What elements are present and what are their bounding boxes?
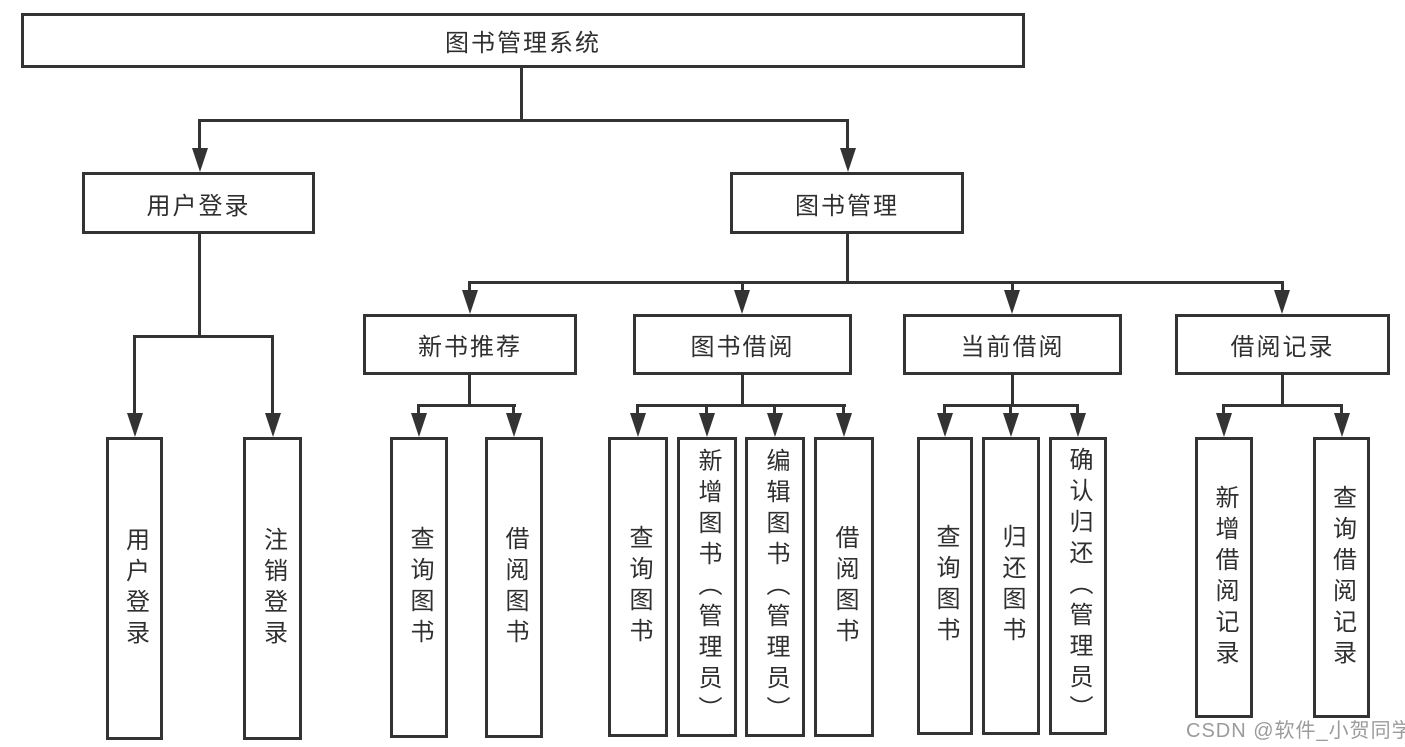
arrow-down <box>937 413 953 437</box>
arrow-down <box>767 413 783 437</box>
node-return-book: 归还图书 <box>982 437 1040 735</box>
arrow-down <box>192 148 208 172</box>
connector-line <box>943 407 946 415</box>
connector-line <box>1281 284 1284 292</box>
arrow-down <box>462 290 478 314</box>
connector-line <box>133 335 274 338</box>
connector-line <box>417 404 516 407</box>
node-new-book-recommend: 新书推荐 <box>363 314 577 375</box>
connector-line <box>417 407 420 415</box>
connector-line <box>198 121 201 150</box>
node-book-management: 图书管理 <box>730 172 964 234</box>
connector-line <box>636 407 639 415</box>
connector-line <box>636 404 846 407</box>
connector-line <box>846 121 849 150</box>
connector-line <box>1009 407 1012 415</box>
connector-line <box>943 404 1079 407</box>
connector-line <box>468 284 471 292</box>
node-borrow-records: 借阅记录 <box>1175 314 1390 375</box>
arrow-down <box>734 290 750 314</box>
node-current-borrow: 当前借阅 <box>903 314 1122 375</box>
node-user-login-leaf: 用户登录 <box>106 437 163 740</box>
node-book-borrow: 图书借阅 <box>633 314 852 375</box>
node-query-borrow-record: 查询借阅记录 <box>1313 437 1370 718</box>
connector-line <box>1076 407 1079 415</box>
node-borrow-books-recommend: 借阅图书 <box>485 437 543 738</box>
arrow-down <box>265 413 281 437</box>
arrow-down <box>1070 413 1086 437</box>
connector-line <box>1281 375 1284 406</box>
node-edit-book-admin: 编辑图书（管理员） <box>745 437 805 737</box>
node-add-borrow-record: 新增借阅记录 <box>1195 437 1253 718</box>
connector-line <box>1340 407 1343 415</box>
arrow-down <box>506 413 522 437</box>
connector-line <box>133 338 136 415</box>
node-query-books-current: 查询图书 <box>917 437 973 735</box>
node-library-system-root: 图书管理系统 <box>21 13 1025 68</box>
connector-line <box>1222 404 1343 407</box>
connector-line <box>520 67 523 121</box>
arrow-down <box>1004 290 1020 314</box>
node-borrow-book-leaf: 借阅图书 <box>814 437 874 737</box>
arrow-down <box>127 413 143 437</box>
connector-line <box>773 407 776 415</box>
csdn-watermark: CSDN @软件_小贺同学 <box>1186 720 1405 742</box>
connector-line <box>198 119 849 122</box>
arrow-down <box>1334 413 1350 437</box>
connector-line <box>842 407 845 415</box>
node-query-books-recommend: 查询图书 <box>390 437 448 738</box>
connector-line <box>468 375 471 406</box>
node-logout-leaf: 注销登录 <box>243 437 302 740</box>
connector-line <box>468 281 1284 284</box>
connector-line <box>1011 284 1014 292</box>
node-query-books-borrow: 查询图书 <box>608 437 668 737</box>
connector-line <box>198 234 201 337</box>
arrow-down <box>836 413 852 437</box>
arrow-down <box>1274 290 1290 314</box>
connector-line <box>741 375 744 406</box>
node-user-login: 用户登录 <box>82 172 315 234</box>
node-add-book-admin: 新增图书（管理员） <box>677 437 737 737</box>
arrow-down <box>699 413 715 437</box>
node-confirm-return-admin: 确认归还（管理员） <box>1049 437 1107 735</box>
connector-line <box>1011 375 1014 406</box>
connector-line <box>512 407 515 415</box>
arrow-down <box>1003 413 1019 437</box>
connector-line <box>846 234 849 282</box>
arrow-down <box>1216 413 1232 437</box>
arrow-down <box>630 413 646 437</box>
arrow-down <box>411 413 427 437</box>
connector-line <box>705 407 708 415</box>
arrow-down <box>840 148 856 172</box>
connector-line <box>741 284 744 292</box>
connector-line <box>1222 407 1225 415</box>
connector-line <box>271 338 274 415</box>
